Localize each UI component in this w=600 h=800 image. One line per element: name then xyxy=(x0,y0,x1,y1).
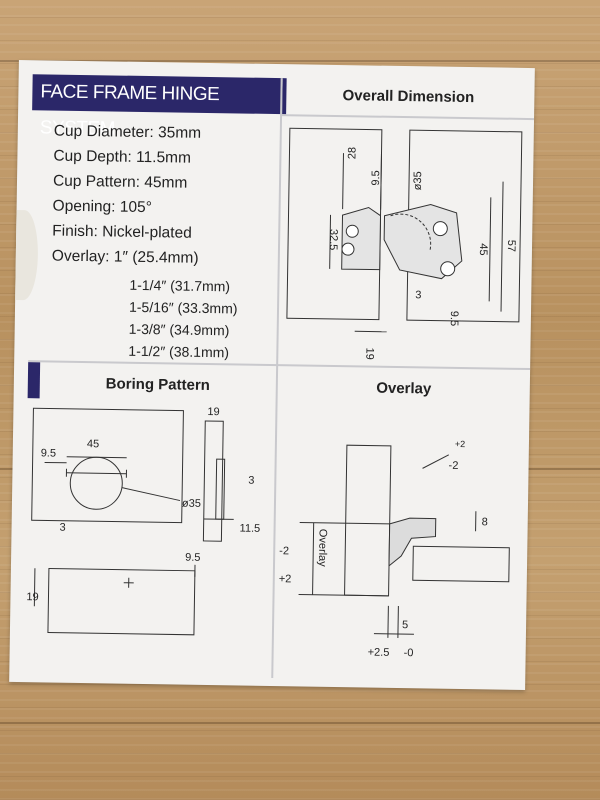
screw-icon xyxy=(345,224,359,238)
dim-line xyxy=(380,153,382,210)
card-title: FACE FRAME HINGE SYSTEM xyxy=(32,74,283,140)
dim-minus2b: -2 xyxy=(279,545,289,557)
dim-35: ø35 xyxy=(182,498,201,510)
section-accent xyxy=(27,362,41,399)
dim-19b: 19 xyxy=(26,591,38,603)
screw-icon xyxy=(341,242,355,256)
spec-cup-pattern: Cup Pattern: 45mm xyxy=(52,172,188,192)
dim-3: 3 xyxy=(415,289,421,301)
dim-9-5b: 9.5 xyxy=(448,311,460,326)
dim-line xyxy=(387,605,389,638)
dim-45: 45 xyxy=(87,438,99,450)
dim-9-5b: 9.5 xyxy=(185,552,200,564)
overlay-option: 1-1/2″ (38.1mm) xyxy=(128,342,230,361)
overlay-drawing: +2 -2 8 -2 +2 Overlay 5 +2.5 -0 xyxy=(279,439,510,659)
dim-19: 19 xyxy=(363,347,375,359)
dim-minus2: -2 xyxy=(449,460,459,472)
dim-57: 57 xyxy=(505,240,517,252)
dim-line xyxy=(298,593,389,597)
dim-line xyxy=(312,522,315,595)
dim-line xyxy=(397,606,399,639)
overlay-title: Overlay xyxy=(376,379,432,398)
overall-dimension-drawing: 28 9.5 ø35 32.5 45 57 3 9.5 19 xyxy=(286,127,523,360)
overlay-options: 1-1/4″ (31.7mm) 1-5/16″ (33.3mm) 1-3/8″ … xyxy=(128,274,238,364)
dim-line xyxy=(354,330,387,333)
dim-minus0: -0 xyxy=(404,647,414,659)
dim-line xyxy=(33,568,36,607)
dim-19: 19 xyxy=(207,406,219,418)
overall-dimension-title: Overall Dimension xyxy=(342,87,475,107)
boring-pattern-title: Boring Pattern xyxy=(105,375,211,395)
dim-11-5: 11.5 xyxy=(239,523,260,535)
dim-9-5: 9.5 xyxy=(41,447,56,459)
door-panel xyxy=(412,545,510,583)
spec-finish: Finish: Nickel-plated xyxy=(52,222,192,242)
dim-line xyxy=(329,214,332,269)
cup-circle xyxy=(390,213,432,251)
dim-line xyxy=(66,456,127,459)
door-edge-profile xyxy=(202,420,224,542)
wood-plank-seam xyxy=(0,60,600,62)
frame-panel xyxy=(47,568,196,636)
leader-line xyxy=(122,487,181,502)
wood-plank-seam xyxy=(0,722,600,724)
dim-plus2-5: +2.5 xyxy=(368,647,390,659)
dim-line xyxy=(373,633,414,635)
hinge-plate xyxy=(341,206,382,271)
cup-hole xyxy=(69,456,123,510)
dim-plus2: +2 xyxy=(455,439,465,449)
dim-line xyxy=(299,521,390,525)
center-line xyxy=(66,472,127,475)
overlay-option: 1-5/16″ (33.3mm) xyxy=(128,298,238,317)
dim-35: ø35 xyxy=(412,171,424,190)
spec-cup-diameter: Cup Diameter: 35mm xyxy=(53,122,202,142)
spec-list: Cup Diameter: 35mm Cup Depth: 11.5mm Cup… xyxy=(52,119,202,271)
spec-overlay: Overlay: 1″ (25.4mm) xyxy=(51,247,199,267)
dim-line xyxy=(342,153,344,210)
dim-3b: 3 xyxy=(248,475,254,487)
spec-cup-depth: Cup Depth: 11.5mm xyxy=(53,147,192,167)
dim-5: 5 xyxy=(402,619,408,631)
arrow-icon xyxy=(422,454,449,469)
dim-45: 45 xyxy=(477,243,489,255)
dim-32-5: 32.5 xyxy=(327,229,339,251)
dim-line xyxy=(500,181,504,312)
overlay-label: Overlay xyxy=(316,529,329,568)
overlay-option: 1-3/8″ (34.9mm) xyxy=(128,320,230,339)
dim-8: 8 xyxy=(482,516,488,528)
spec-opening: Opening: 105° xyxy=(52,197,153,217)
dim-28: 28 xyxy=(346,147,358,159)
spec-card: FACE FRAME HINGE SYSTEM Overall Dimensio… xyxy=(9,59,535,691)
cup-depth-profile xyxy=(215,458,226,520)
dim-line xyxy=(488,197,492,302)
overlay-option: 1-1/4″ (31.7mm) xyxy=(129,276,231,295)
frame-stile xyxy=(344,444,392,597)
door-panel xyxy=(31,407,184,524)
screw-icon xyxy=(440,261,456,277)
title-divider xyxy=(282,78,287,115)
dim-3: 3 xyxy=(59,522,65,534)
dim-9-5: 9.5 xyxy=(370,170,382,185)
dim-plus2b: +2 xyxy=(279,573,292,585)
hinge-side-view xyxy=(388,517,437,567)
boring-pattern-drawing: 45 9.5 ø35 3 19 3 11.5 9.5 19 xyxy=(26,406,260,636)
screw-icon xyxy=(432,221,448,237)
